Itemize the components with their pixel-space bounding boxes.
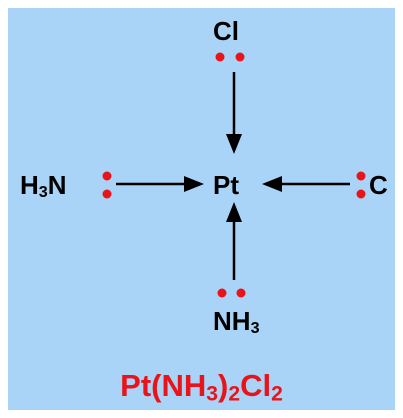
center-atom-label: Pt [213,170,239,200]
diagram-panel: Cl H3N C NH3 Pt Pt(NH3)2Cl2 [8,8,395,410]
electron-pair-right [356,171,366,199]
arrow-bottom [226,202,242,280]
ligand-left-label: H3N [20,170,67,201]
ligand-top-label: Cl [213,16,239,46]
compound-formula: Pt(NH3)2Cl2 [120,368,283,406]
electron-pair-left [102,171,112,199]
electron-pair-bottom [217,288,246,298]
arrow-top [226,72,242,154]
arrow-right [262,176,350,192]
ligand-right-label: C [369,170,388,200]
ligand-bottom-label: NH3 [213,306,260,337]
bond-arrows-layer [102,52,366,298]
arrow-left [116,176,204,192]
electron-pair-top [215,52,245,62]
